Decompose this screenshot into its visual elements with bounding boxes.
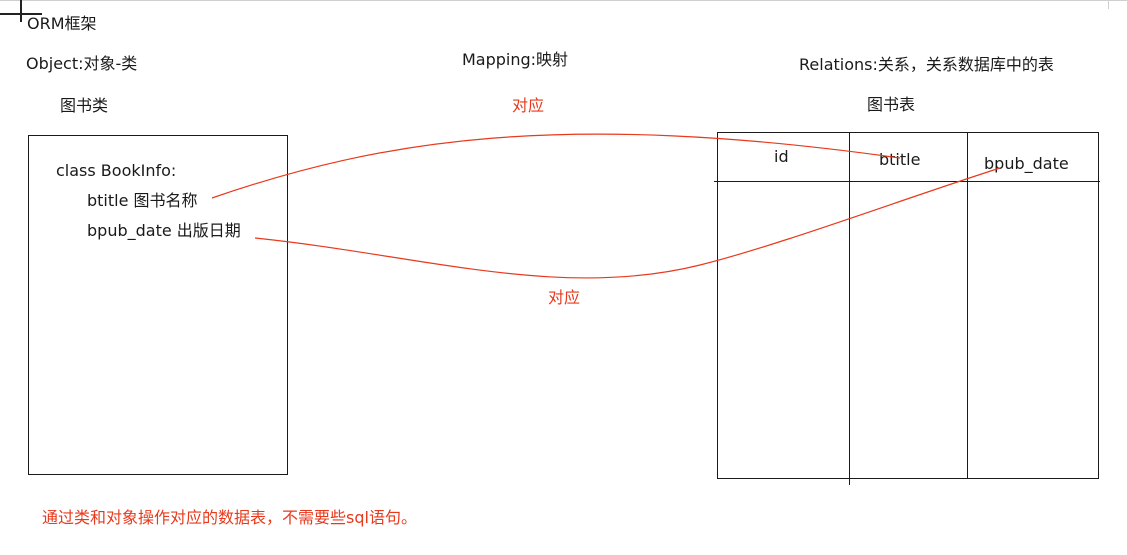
mapping-caption-top: 对应 (512, 96, 545, 115)
crosshair-cursor-icon (20, 0, 22, 22)
table-column-btitle: btitle (879, 150, 921, 169)
table-column-divider-2 (967, 132, 968, 479)
table-column-divider-1 (849, 132, 850, 485)
mapping-label: Mapping:映射 (462, 50, 569, 69)
mapping-curve-btitle (211, 133, 901, 199)
mapping-curve-bpub-date (254, 167, 1001, 279)
footer-note: 通过类和对象操作对应的数据表，不需要些sql语句。 (42, 508, 417, 527)
table-column-bpub-date: bpub_date (984, 154, 1069, 173)
object-label: Object:对象-类 (26, 54, 138, 73)
mapping-caption-bottom: 对应 (548, 288, 581, 307)
diagram-title: ORM框架 (27, 14, 97, 33)
table-column-id: id (774, 147, 789, 166)
class-field-btitle: btitle 图书名称 (87, 191, 198, 210)
relations-label: Relations:关系，关系数据库中的表 (799, 55, 1054, 74)
top-border (0, 0, 1127, 1)
class-caption: 图书类 (60, 96, 109, 115)
crosshair-cursor-icon-bar (0, 13, 42, 15)
table-caption: 图书表 (867, 95, 916, 114)
table-box (717, 132, 1099, 479)
table-header-separator (714, 181, 1100, 182)
class-box (28, 135, 288, 475)
class-header: class BookInfo: (56, 161, 177, 180)
class-field-bpub-date: bpub_date 出版日期 (87, 221, 241, 240)
corner-mark (1108, 0, 1109, 9)
